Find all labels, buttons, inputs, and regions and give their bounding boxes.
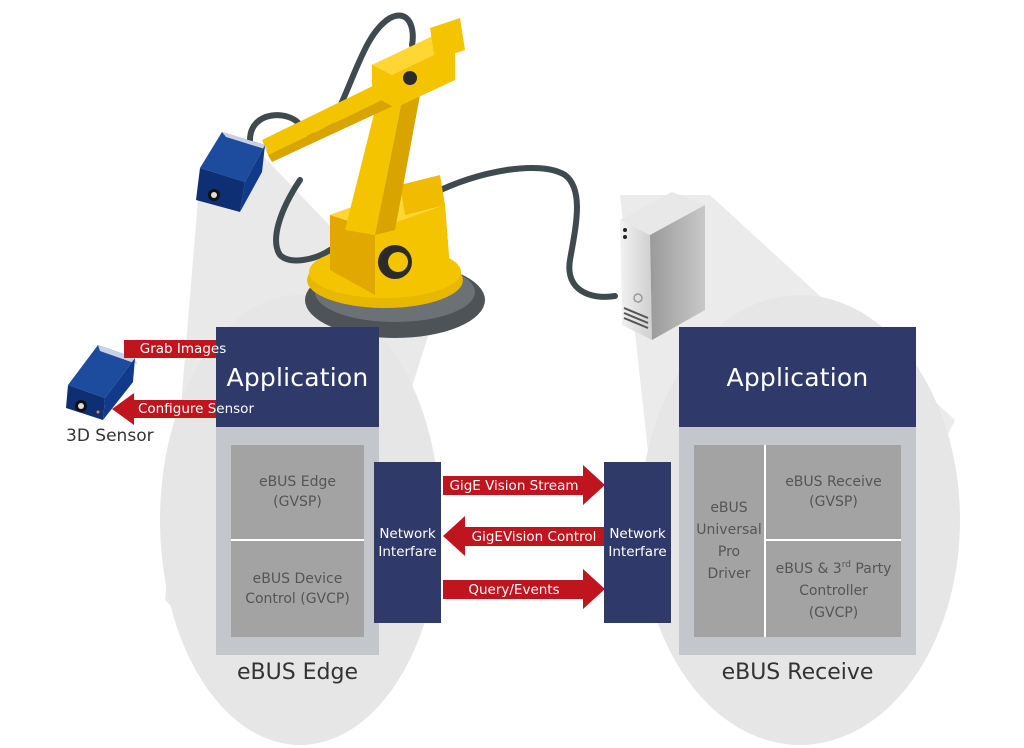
- edge-gvcp-title: eBUS Device: [252, 571, 343, 587]
- gigevision-control-label: GigEVision Control: [471, 528, 597, 545]
- grab-images-label: Grab Images: [139, 341, 227, 357]
- arrow-gige-vision-stream: [443, 465, 605, 505]
- receive-vertical-divider: [764, 445, 766, 637]
- receive-gvsp-cell: eBUS Receive (GVSP): [766, 445, 901, 539]
- driver-line1: eBUS: [710, 500, 748, 516]
- edge-network-interface: Network Interfare: [374, 462, 441, 623]
- receive-network-interface: Network Interfare: [604, 462, 671, 623]
- receive-caption: eBUS Receive: [721, 660, 874, 685]
- driver-line4: Driver: [707, 566, 751, 582]
- arrow-query-events: [443, 569, 605, 609]
- universal-pro-driver-cell: eBUS Universal Pro Driver: [694, 445, 764, 637]
- robot-arm-icon: [262, 18, 485, 338]
- edge-gvsp-protocol: (GVSP): [273, 494, 322, 510]
- receive-netif-line2: Interfare: [608, 543, 667, 560]
- mounted-3d-sensor-icon: [196, 132, 268, 212]
- driver-line2: Universal: [696, 522, 762, 538]
- receive-gvcp-protocol: (GVCP): [808, 605, 859, 621]
- receive-gvsp-title: eBUS Receive: [785, 474, 882, 490]
- edge-gvcp-cell: eBUS Device Control (GVCP): [231, 541, 364, 637]
- configure-sensor-label: Configure Sensor: [138, 401, 254, 417]
- gvcp-title-sup: rd: [841, 560, 851, 570]
- edge-netif-line2: Interfare: [378, 543, 437, 560]
- edge-gvcp-protocol: Control (GVCP): [245, 591, 350, 607]
- query-events-label: Query/Events: [468, 581, 560, 598]
- edge-application-label: Application: [226, 362, 369, 392]
- receive-netif-line1: Network: [609, 525, 666, 542]
- gvcp-title-post: Party: [850, 561, 892, 577]
- receive-gvcp-cell: eBUS & 3rd Party Controller (GVCP): [766, 541, 901, 637]
- receive-gvcp-line2: Controller: [799, 583, 868, 599]
- receive-application-block: Application: [679, 327, 916, 427]
- server-tower-icon: [620, 192, 705, 340]
- edge-cell-divider: [231, 539, 364, 541]
- edge-gvsp-title: eBUS Edge: [258, 474, 337, 490]
- driver-line3: Pro: [717, 544, 741, 560]
- edge-gvsp-cell: eBUS Edge (GVSP): [231, 445, 364, 539]
- 3d-sensor-label: 3D Sensor: [66, 426, 154, 446]
- receive-cell-divider: [766, 539, 901, 541]
- gvcp-title-pre: eBUS & 3: [775, 561, 842, 577]
- receive-gvcp-title: eBUS & 3rd Party: [776, 554, 892, 580]
- arrow-gigevision-control: [443, 516, 605, 556]
- 3d-sensor-icon: [66, 345, 137, 420]
- edge-netif-line1: Network: [379, 525, 436, 542]
- edge-caption: eBUS Edge: [236, 660, 359, 685]
- receive-application-label: Application: [726, 362, 869, 392]
- edge-application-block: Application: [216, 327, 379, 427]
- receive-gvsp-protocol: (GVSP): [809, 494, 858, 510]
- cable-icon: [247, 12, 618, 300]
- gige-vision-stream-label: GigE Vision Stream: [449, 477, 579, 494]
